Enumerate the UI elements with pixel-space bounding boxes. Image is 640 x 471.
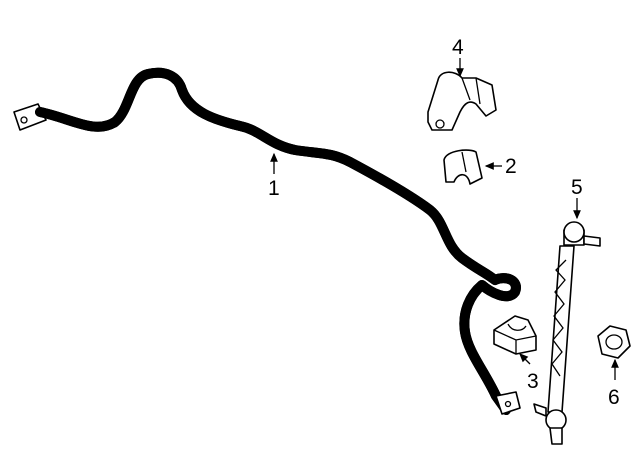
stabilizer-bar[interactable] (13, 73, 520, 415)
insulator[interactable] (493, 315, 537, 355)
callout-3: 3 (519, 353, 539, 393)
stabilizer-link[interactable] (533, 221, 601, 445)
svg-text:6: 6 (608, 386, 620, 409)
callout-6: 6 (608, 358, 620, 409)
svg-text:2: 2 (505, 155, 517, 178)
bracket[interactable] (427, 71, 497, 131)
nut[interactable] (597, 325, 631, 359)
bushing[interactable] (443, 149, 483, 185)
svg-text:4: 4 (452, 36, 464, 59)
callout-5: 5 (571, 176, 583, 220)
callout-1: 1 (268, 152, 280, 200)
svg-text:3: 3 (527, 370, 539, 393)
callout-2: 2 (484, 155, 517, 178)
svg-text:1: 1 (268, 177, 280, 200)
svg-text:5: 5 (571, 176, 583, 199)
callout-4: 4 (452, 36, 464, 78)
